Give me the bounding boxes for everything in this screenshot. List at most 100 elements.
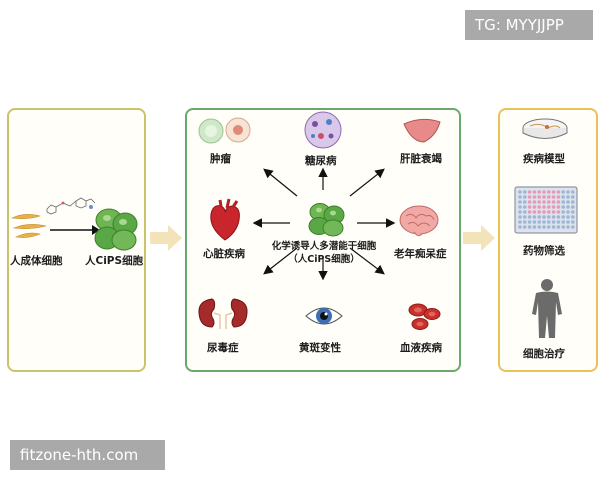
brain-icon: [399, 205, 439, 237]
well: [571, 215, 575, 219]
well: [537, 225, 541, 229]
well: [547, 210, 551, 214]
well: [566, 225, 570, 229]
use-cell-therapy-label: 细胞治疗: [523, 348, 565, 360]
well: [532, 200, 537, 204]
well: [566, 215, 570, 219]
well: [551, 190, 556, 194]
well: [542, 220, 546, 224]
well: [537, 215, 541, 219]
well: [561, 195, 565, 199]
well: [551, 195, 556, 199]
well: [547, 200, 551, 204]
well: [537, 195, 541, 199]
well: [551, 205, 556, 209]
well: [542, 195, 546, 199]
well: [537, 190, 541, 194]
center-label: 化学诱导人多潜能干细胞 （人CiPS细胞）: [268, 240, 380, 266]
red-blood-cells-icon: [408, 303, 441, 330]
well: [551, 210, 556, 214]
well: [566, 210, 570, 214]
well: [556, 205, 561, 209]
well: [556, 210, 561, 214]
well: [542, 210, 546, 214]
center-cips-cluster-icon: [308, 203, 345, 237]
well: [571, 195, 575, 199]
well: [527, 215, 532, 219]
well: [532, 210, 537, 214]
well: [571, 210, 575, 214]
well: [527, 195, 532, 199]
tumor-cells-icon: [198, 117, 251, 144]
well: [547, 220, 551, 224]
well: [542, 225, 546, 229]
well: [571, 225, 575, 229]
well: [561, 190, 565, 194]
center-label-line2: （人CiPS细胞）: [288, 254, 360, 265]
well: [518, 220, 522, 224]
well: [561, 205, 565, 209]
well: [527, 200, 532, 204]
pancreas-islet-icon: [304, 111, 342, 149]
well: [556, 220, 561, 224]
well: [561, 220, 565, 224]
well: [542, 205, 546, 209]
well: [518, 200, 522, 204]
cips-cell-cluster-icon: [94, 208, 138, 251]
well: [547, 195, 551, 199]
flow-arrow-left: [150, 225, 182, 251]
well: [566, 190, 570, 194]
well: [547, 215, 551, 219]
liver-icon: [403, 118, 441, 143]
center-label-line1: 化学诱导人多潜能干细胞: [271, 241, 377, 252]
reprogram-arrow-icon: [50, 225, 100, 235]
cips-cell-label: 人CiPS细胞: [85, 255, 144, 267]
disease-blood-label: 血液疾病: [400, 342, 442, 354]
well: [542, 200, 546, 204]
well: [537, 210, 541, 214]
petri-dish-icon: [522, 118, 568, 139]
well: [571, 190, 575, 194]
well: [551, 225, 556, 229]
well: [532, 215, 537, 219]
heart-icon: [210, 198, 240, 241]
use-disease-model-label: 疾病模型: [523, 153, 565, 165]
well: [566, 195, 570, 199]
well: [547, 205, 551, 209]
well: [523, 220, 527, 224]
well: [527, 225, 532, 229]
watermark-top-right: TG: MYYJJPP: [465, 10, 593, 40]
chemical-molecule-icon: [46, 197, 96, 215]
well: [561, 200, 565, 204]
well: [566, 220, 570, 224]
watermark-bottom-left: fitzone-hth.com: [10, 440, 165, 470]
well: [523, 200, 527, 204]
well: [527, 220, 532, 224]
disease-alzheimers-label: 老年痴呆症: [394, 248, 447, 260]
well: [542, 190, 546, 194]
watermark-bottom-text: fitzone-hth.com: [20, 446, 139, 464]
well: [532, 205, 537, 209]
well: [566, 205, 570, 209]
well: [523, 225, 527, 229]
well: [551, 220, 556, 224]
kidneys-icon: [198, 298, 248, 329]
disease-heart-label: 心脏疾病: [203, 248, 245, 260]
well-plate-icon: [514, 186, 578, 234]
well: [523, 195, 527, 199]
well: [527, 190, 532, 194]
fibroblast-cells-icon: [10, 214, 47, 238]
disease-uremia-label: 尿毒症: [207, 342, 239, 354]
well: [561, 225, 565, 229]
well: [523, 205, 527, 209]
well: [556, 190, 561, 194]
well: [556, 200, 561, 204]
well: [571, 220, 575, 224]
well: [556, 215, 561, 219]
well: [523, 215, 527, 219]
well: [561, 215, 565, 219]
well: [518, 210, 522, 214]
well: [527, 205, 532, 209]
well: [571, 205, 575, 209]
well: [532, 190, 537, 194]
